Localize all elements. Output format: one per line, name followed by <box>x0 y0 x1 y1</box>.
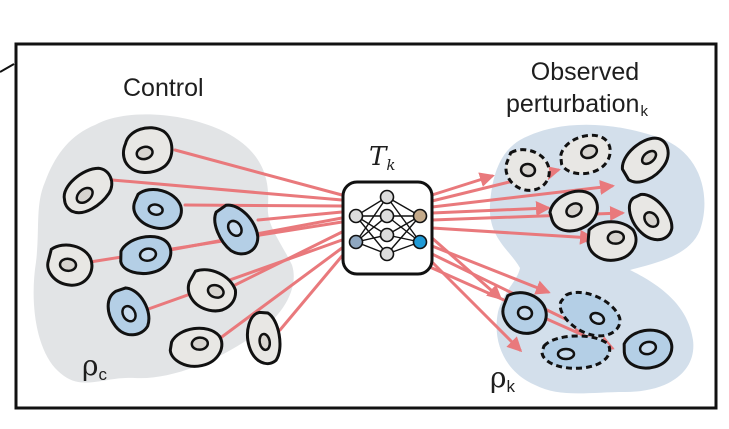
cell-icon <box>62 166 114 215</box>
control-cells <box>46 126 282 368</box>
cell-icon <box>622 328 674 370</box>
observed-label: Observed <box>530 58 640 86</box>
cell-icon <box>106 286 151 337</box>
cell-icon <box>245 310 282 366</box>
perturbation-text: perturbation <box>506 90 640 118</box>
perturbation-subscript: k <box>640 103 648 120</box>
cell-icon <box>46 243 94 287</box>
frame-edge-mark <box>0 63 15 73</box>
cell-icon <box>540 334 612 370</box>
rho-control-subscript: c <box>98 365 107 384</box>
transport-map-label: Tk <box>369 142 395 174</box>
transport-subscript: k <box>386 156 396 174</box>
cell-icon <box>620 136 670 184</box>
cell-icon <box>501 291 548 335</box>
cell-icon <box>548 189 599 233</box>
cell-icon <box>132 188 183 230</box>
cell-icon <box>559 133 612 176</box>
cell-icon <box>168 326 224 368</box>
cell-icon <box>504 148 551 192</box>
transport-symbol: T <box>369 142 387 172</box>
rho-control-label: ρc <box>82 349 107 385</box>
cell-icon <box>186 268 237 313</box>
control-label: Control <box>123 74 204 102</box>
rho-perturbed-label: ρk <box>490 361 515 397</box>
perturbation-label: perturbationk <box>506 90 648 120</box>
cell-icon <box>119 235 173 275</box>
rho-perturbed-symbol: ρ <box>490 361 507 394</box>
perturbed-cells <box>501 133 674 370</box>
neural-network-icon <box>341 180 434 276</box>
cell-icon <box>213 203 260 256</box>
cell-icon <box>586 220 638 262</box>
rho-perturbed-subscript: k <box>506 377 515 396</box>
cell-icon <box>627 192 674 242</box>
rho-control-symbol: ρ <box>82 349 99 382</box>
cell-icon <box>558 290 622 338</box>
cell-icon <box>121 126 174 174</box>
